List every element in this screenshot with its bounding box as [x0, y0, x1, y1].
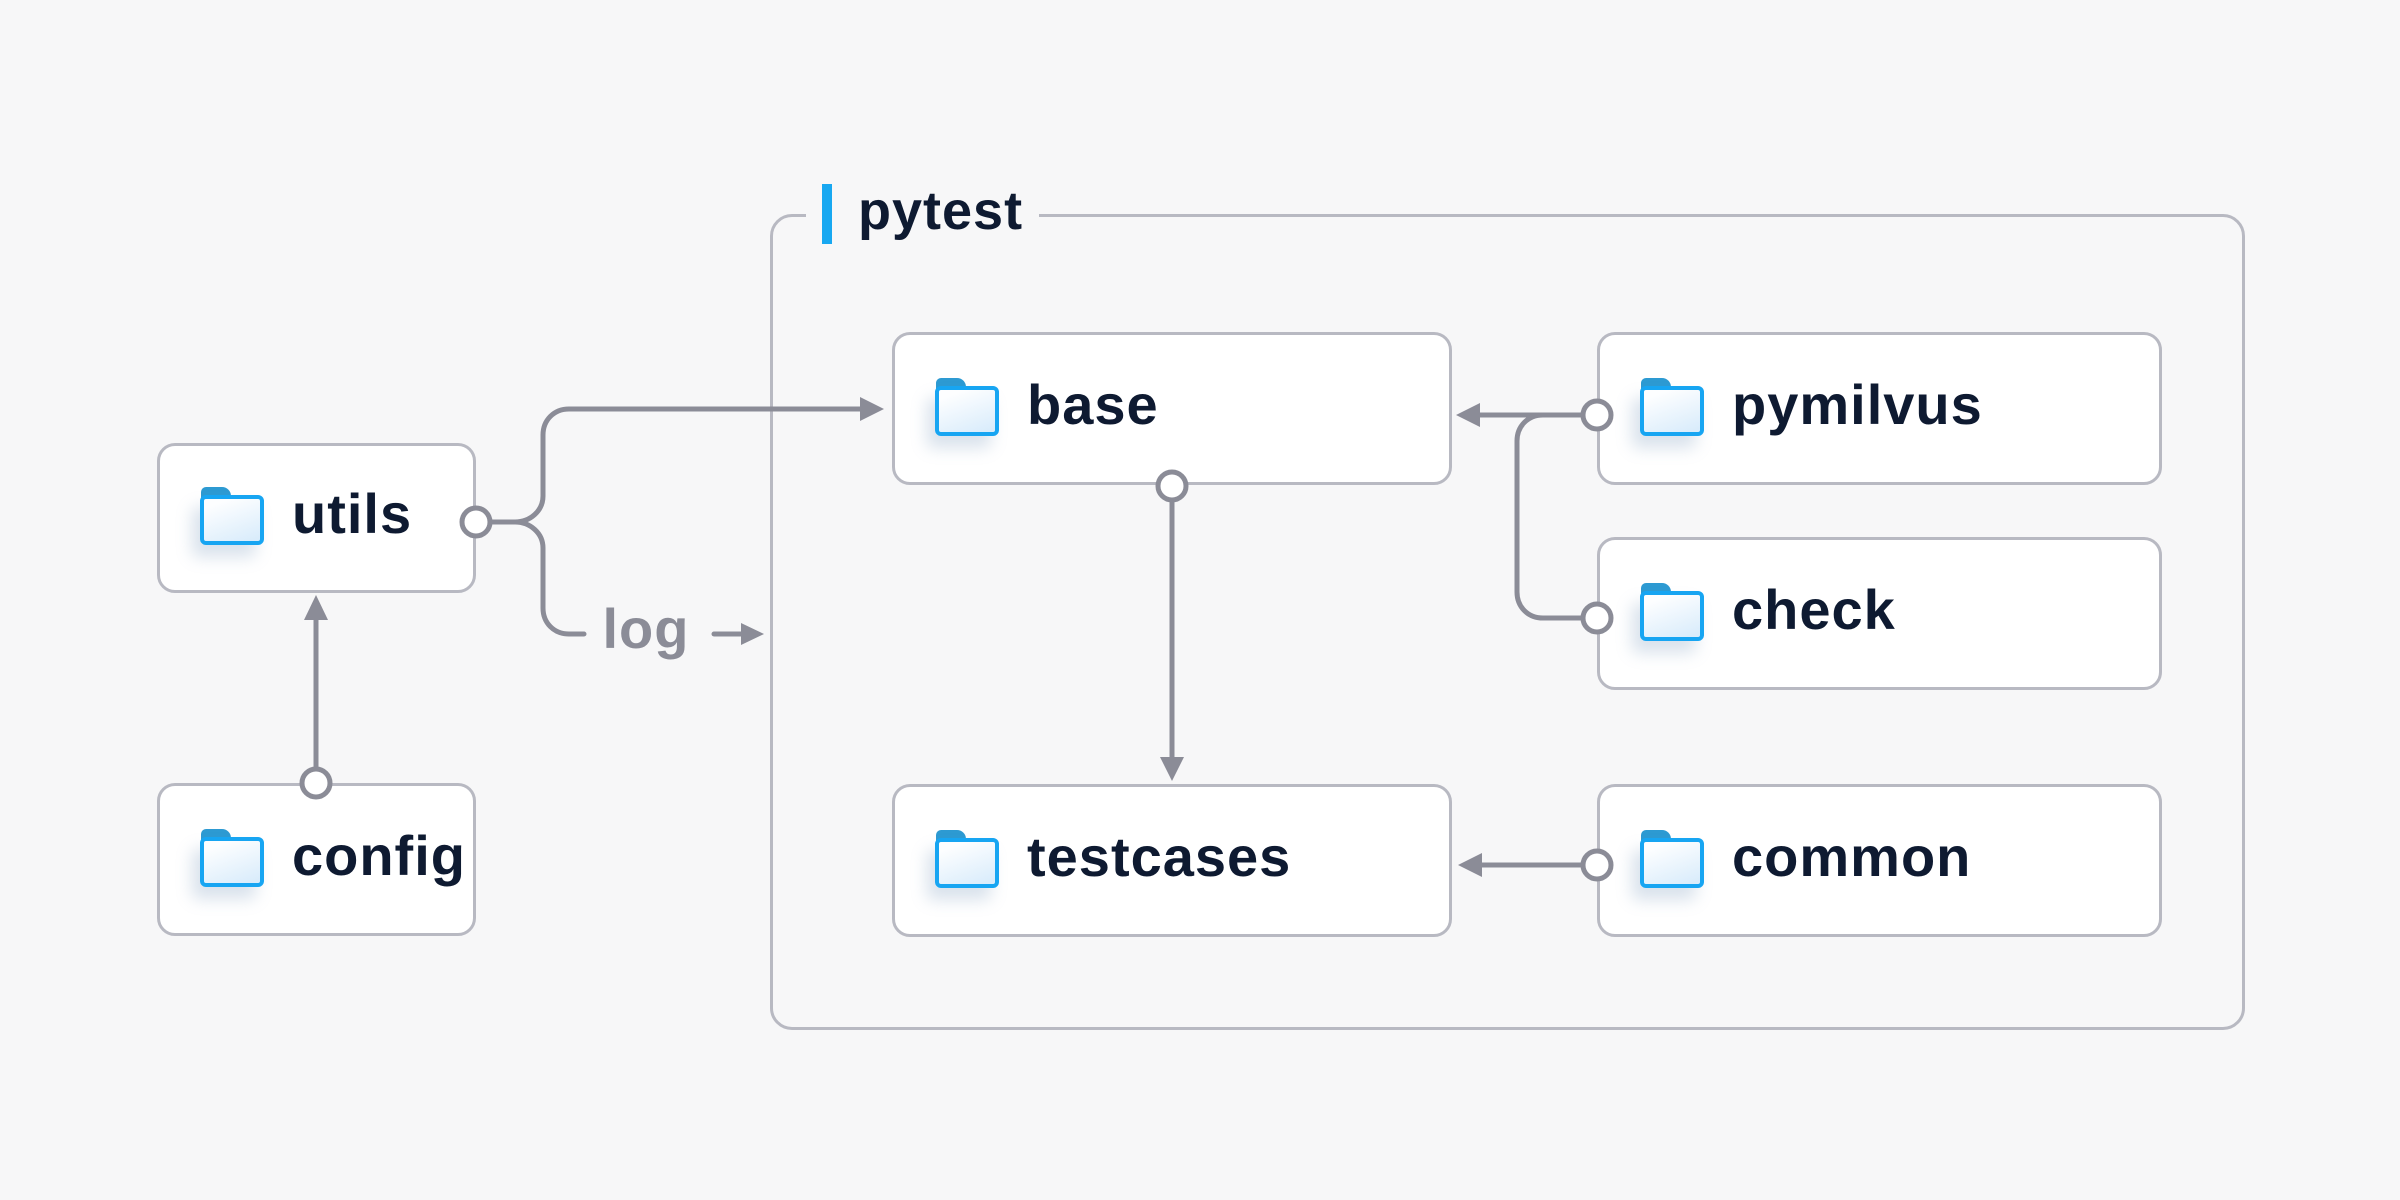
folder-icon [200, 828, 264, 887]
folder-icon [1640, 582, 1704, 641]
folder-icon [935, 377, 999, 436]
node-utils-label: utils [292, 482, 413, 545]
node-common-label: common [1732, 824, 1972, 888]
node-config: config [157, 783, 476, 936]
pytest-group-title: pytest [858, 181, 1024, 241]
log-edge-label: log [602, 597, 690, 660]
node-testcases-label: testcases [1027, 824, 1292, 888]
node-check: check [1597, 537, 2162, 690]
folder-icon [1640, 829, 1704, 888]
folder-icon [935, 829, 999, 888]
node-common: common [1597, 784, 2162, 937]
node-config-label: config [292, 823, 466, 887]
pytest-group-box [770, 214, 2245, 1030]
node-base: base [892, 332, 1452, 485]
node-pymilvus: pymilvus [1597, 332, 2162, 485]
arrowhead-log [741, 623, 764, 645]
pytest-group-label: pytest [806, 180, 1040, 248]
accent-bar-icon [822, 184, 832, 244]
folder-icon [200, 487, 264, 545]
edge-utils-to-log [512, 519, 587, 637]
folder-icon [1640, 377, 1704, 436]
arrowhead-up-utils [304, 595, 328, 620]
node-base-label: base [1027, 372, 1159, 436]
node-pymilvus-label: pymilvus [1732, 372, 1983, 436]
node-utils: utils [157, 443, 476, 593]
node-testcases: testcases [892, 784, 1452, 937]
node-check-label: check [1732, 577, 1896, 641]
